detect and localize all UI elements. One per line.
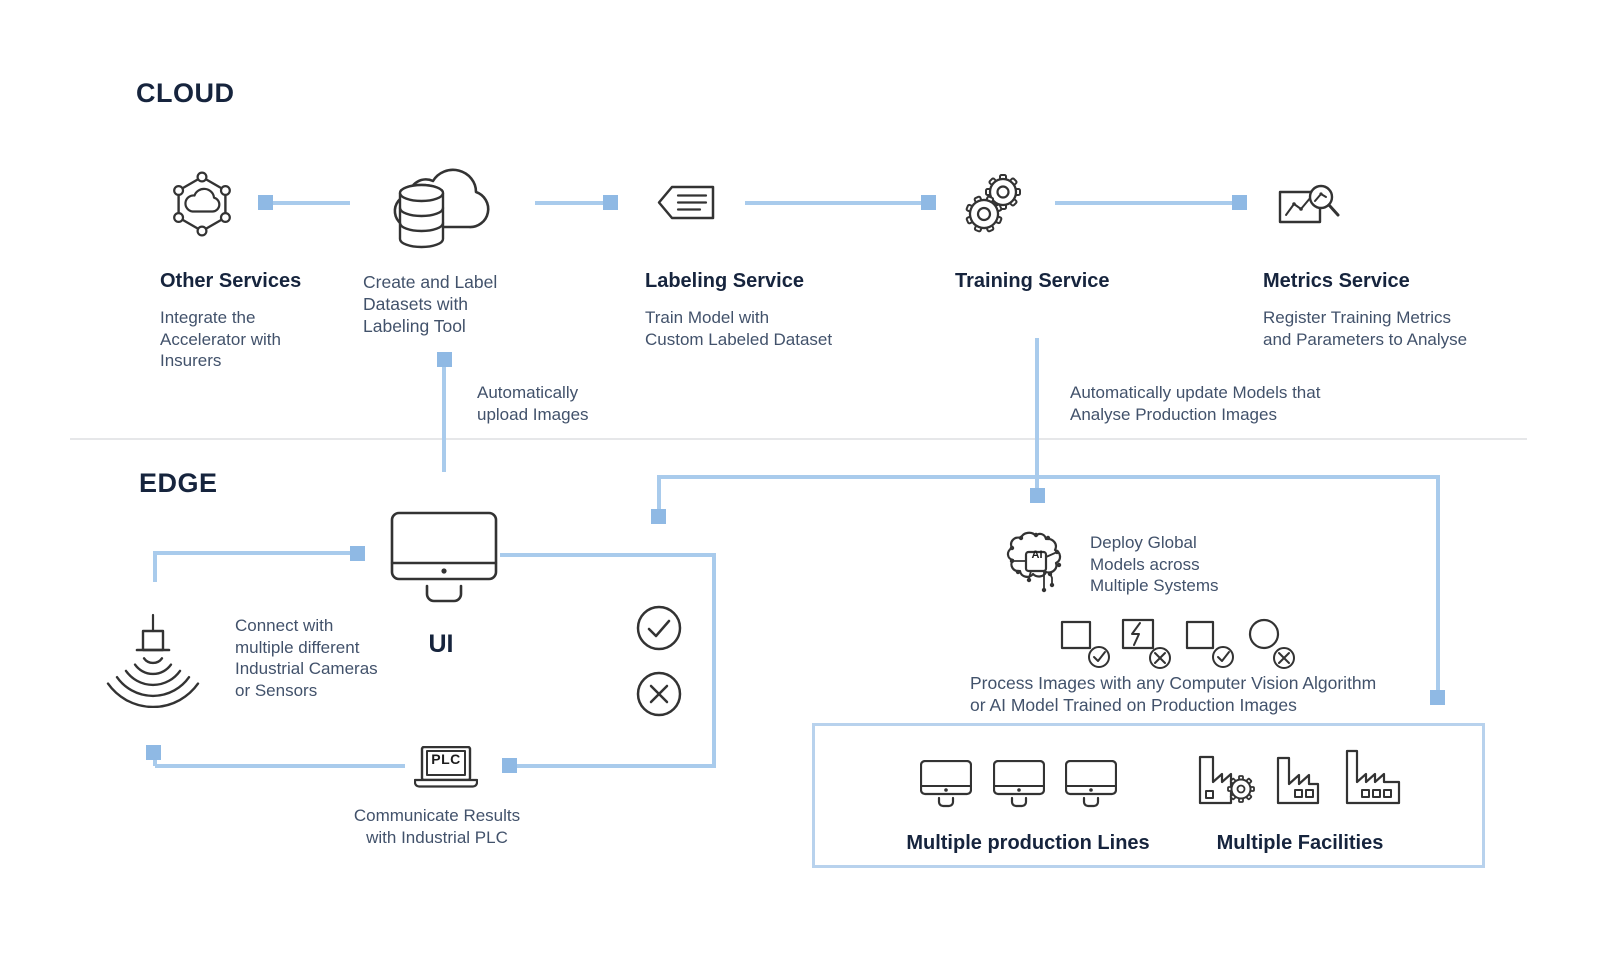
factory-icon bbox=[1275, 752, 1321, 806]
arrow-square-otherservices bbox=[258, 195, 273, 210]
connector-sensor-up bbox=[153, 553, 157, 582]
edge-heading: EDGE bbox=[139, 468, 218, 498]
other-services-desc: Integrate the Accelerator with Insurers bbox=[160, 308, 281, 370]
production-monitor-icon bbox=[1065, 760, 1117, 808]
cross-circle-icon bbox=[636, 671, 682, 717]
cv-shapes-icons bbox=[1055, 615, 1301, 673]
training-gears-icon bbox=[962, 170, 1026, 236]
connector-ui-right bbox=[500, 553, 714, 557]
connector-ui-down bbox=[712, 553, 716, 768]
factory-icon bbox=[1344, 748, 1402, 806]
sensor-icon bbox=[105, 610, 201, 708]
arrow-square-upload bbox=[437, 352, 452, 367]
connector-plc-left bbox=[155, 764, 405, 768]
arrow-square-labeling bbox=[603, 195, 618, 210]
arrow-square-training-drop bbox=[1030, 488, 1045, 503]
arrow-square-results bbox=[651, 509, 666, 524]
production-lines-label: Multiple production Lines bbox=[906, 832, 1150, 854]
connector-training-down bbox=[1035, 338, 1039, 496]
connector-drop-right bbox=[1436, 475, 1440, 697]
training-service-title: Training Service bbox=[955, 270, 1110, 292]
other-services-icon bbox=[168, 170, 236, 238]
arrow-square-systems bbox=[1430, 690, 1445, 705]
connector-cloud-labeling bbox=[535, 201, 609, 205]
other-services-title: Other Services bbox=[160, 270, 302, 292]
update-note: Automatically update Models that Analyse… bbox=[1070, 383, 1321, 424]
plc-label: PLC bbox=[431, 751, 461, 767]
labeling-service-desc: Train Model with Custom Labeled Dataset bbox=[645, 308, 833, 349]
cloud-heading: CLOUD bbox=[136, 78, 235, 108]
sensor-note: Connect with multiple different Industri… bbox=[235, 616, 378, 700]
create-label-desc: Create and Label Datasets with Labeling … bbox=[363, 272, 498, 336]
labeling-service-title: Labeling Service bbox=[645, 270, 804, 292]
connector-distribution-horizontal bbox=[659, 475, 1440, 479]
connector-to-plc bbox=[516, 764, 716, 768]
arrow-square-training bbox=[921, 195, 936, 210]
metrics-service-title: Metrics Service bbox=[1263, 270, 1410, 292]
plc-laptop-icon bbox=[414, 746, 478, 788]
ai-brain-icon bbox=[1004, 530, 1068, 596]
production-monitor-icon bbox=[993, 760, 1045, 808]
dataset-cloud-icon bbox=[383, 143, 501, 249]
arrow-square-plc bbox=[502, 758, 517, 773]
connector-upload-images bbox=[442, 364, 446, 472]
connector-sensor-ui bbox=[153, 551, 353, 555]
arrow-square-metrics bbox=[1232, 195, 1247, 210]
connector-otherservices-cloud bbox=[268, 201, 350, 205]
metrics-chart-icon bbox=[1278, 182, 1344, 232]
upload-note: Automatically upload Images bbox=[477, 383, 589, 424]
arrow-square-ui bbox=[350, 546, 365, 561]
ai-chip-label: AI bbox=[1031, 549, 1043, 561]
connector-drop-left bbox=[657, 475, 661, 513]
production-monitor-icon bbox=[920, 760, 972, 808]
metrics-service-desc: Register Training Metrics and Parameters… bbox=[1263, 308, 1468, 349]
cloud-edge-divider bbox=[70, 438, 1527, 440]
connector-training-metrics bbox=[1055, 201, 1235, 205]
ui-monitor-icon bbox=[390, 511, 498, 607]
connector-labeling-training bbox=[745, 201, 921, 205]
check-circle-icon bbox=[636, 605, 682, 651]
process-note: Process Images with any Computer Vision … bbox=[970, 673, 1377, 715]
plc-note: Communicate Results with Industrial PLC bbox=[353, 806, 521, 847]
labeling-tag-icon bbox=[656, 184, 716, 224]
facilities-label: Multiple Facilities bbox=[1216, 832, 1384, 854]
ui-label: UI bbox=[428, 630, 454, 658]
deploy-note: Deploy Global Models across Multiple Sys… bbox=[1090, 533, 1219, 595]
arrow-square-sensor bbox=[146, 745, 161, 760]
factory-gear-icon bbox=[1197, 752, 1259, 806]
